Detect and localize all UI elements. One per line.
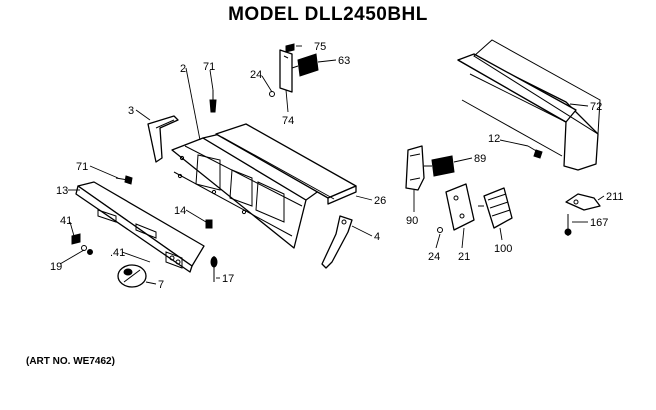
callout-17: 17 [222,273,234,285]
screw-167 [564,214,572,236]
screw-12 [527,145,543,159]
callout-13: 13 [56,185,68,197]
callout-89: 89 [474,153,486,165]
callout-211: 211 [606,191,624,203]
callout-72: 72 [590,101,602,113]
leader-lines [59,45,605,285]
screw-71-upper [209,90,217,113]
pin-17 [210,256,218,282]
callout-41: 41 [60,215,72,227]
end-bracket-right [321,215,353,269]
callout-3: 3 [128,105,134,117]
callout-75: 75 [314,41,326,53]
timer-100 [478,187,513,229]
clip-14 [205,219,213,229]
callout-19: 19 [50,261,62,273]
screw-71-left [115,175,133,185]
callout-90: 90 [406,215,418,227]
callout-21: 21 [458,251,470,263]
end-bracket-left [147,115,179,163]
callout-41-lower: .41 [110,247,125,259]
callout-24-lower: 24 [428,251,440,263]
model-title: MODEL DLL2450BHL [228,4,428,25]
mount-bracket-211 [565,193,601,211]
backsplash-72 [457,39,601,171]
timer-knob [117,264,147,288]
art-number: (ART NO. WE7462) [26,356,115,367]
callout-24-upper: 24 [250,69,262,81]
switch-bracket-assembly [269,43,319,97]
switch-89 [424,155,455,177]
callout-7: 7 [158,279,164,291]
callout-26: 26 [374,195,386,207]
callout-63: 63 [338,55,350,67]
callout-71-left: 71 [76,161,88,173]
control-panel-faceplate [75,181,205,273]
callout-4: 4 [374,231,380,243]
console-top-cover [215,123,357,205]
callout-100: 100 [494,243,512,255]
screw-24-right [437,227,443,233]
callout-71-upper: 71 [203,61,215,73]
switch-bracket-90 [405,145,425,191]
callout-74: 74 [282,115,294,127]
callout-labels: 2 71 75 24 63 74 3 71 13 41 19 .41 14 7 … [50,41,624,291]
callout-167: 167 [590,217,608,229]
callout-14: 14 [174,205,186,217]
indicator-parts [71,233,93,255]
timer-plate-21 [445,183,475,231]
callout-2: 2 [180,63,186,75]
callout-12: 12 [488,133,500,145]
